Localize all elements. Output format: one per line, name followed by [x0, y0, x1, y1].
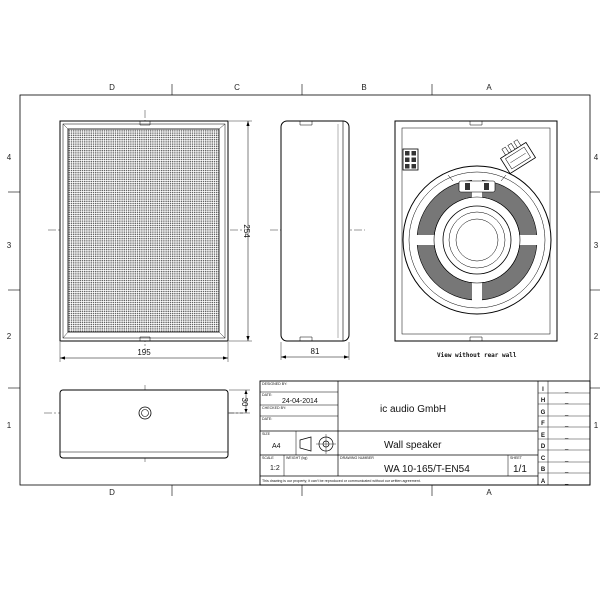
revision-entry: _ [564, 410, 569, 416]
zone-label-bottom-d: D [109, 488, 115, 497]
company-name: ic audio GmbH [380, 404, 446, 415]
sheet-label: SHEET [510, 456, 523, 460]
revision-entry: _ [564, 456, 569, 462]
drawing-title: Wall speaker [384, 440, 442, 451]
revision-table: I H G F E D C B A _ _ _ _ _ _ _ _ _ [541, 387, 569, 485]
revision-entry: _ [564, 421, 569, 427]
revision-entry: _ [564, 433, 569, 439]
zone-label-left-3: 3 [7, 241, 12, 250]
weight-label: WEIGHT (kg) [286, 456, 308, 460]
revision-entry: _ [564, 398, 569, 404]
checked-by-label: CHECKED BY: [262, 406, 286, 410]
revision-letter: F [541, 421, 545, 427]
zone-label-left-2: 2 [7, 332, 12, 341]
drawing-number-label: DRAWING NUMBER [340, 456, 374, 460]
revision-letter: H [541, 398, 545, 404]
zone-label-right-3: 3 [594, 241, 599, 250]
revision-letter: A [541, 479, 546, 485]
width-dimension: 195 [137, 348, 151, 357]
zone-label-right-4: 4 [594, 153, 599, 162]
terminal-block [402, 148, 419, 171]
side-view: 81 [270, 120, 365, 360]
zone-label-left-1: 1 [7, 421, 12, 430]
zone-label-bottom-a: A [486, 488, 492, 497]
revision-entry: _ [564, 479, 569, 485]
zone-label-right-2: 2 [594, 332, 599, 341]
zone-label-top-b: B [361, 83, 366, 92]
size-label: SIZE [262, 432, 271, 436]
bottom-housing [59, 389, 229, 459]
scale-label: SCALE [262, 456, 274, 460]
rear-view: View without rear wall [394, 120, 558, 359]
revision-entry: _ [564, 467, 569, 473]
projection-symbol [299, 434, 336, 454]
drawing-date: 24-04-2014 [282, 398, 318, 405]
front-bezel [62, 123, 226, 339]
designed-by-label: DESIGNED BY: [262, 382, 287, 386]
driver-terminals [458, 180, 496, 193]
transformer [499, 139, 537, 175]
date-label: DATE: [262, 393, 272, 397]
front-view: 195 254 [48, 110, 252, 362]
side-housing [280, 120, 350, 342]
zone-label-left-4: 4 [7, 153, 12, 162]
drawing-scale: 1:2 [270, 465, 280, 472]
depth-dimension: 81 [311, 347, 320, 356]
check-date-label: DATE: [262, 417, 272, 421]
zone-label-top-a: A [486, 83, 492, 92]
rear-view-caption: View without rear wall [437, 352, 517, 359]
speaker-driver [402, 165, 552, 315]
zone-label-top-d: D [109, 83, 115, 92]
revision-letter: D [541, 444, 546, 450]
revision-letter: G [541, 410, 546, 416]
zone-label-top-c: C [234, 83, 240, 92]
speaker-grille [67, 128, 220, 333]
paper-size: A4 [272, 443, 281, 450]
title-block [259, 380, 591, 486]
sheet-number: 1/1 [513, 464, 527, 475]
revision-entry: _ [564, 387, 569, 393]
revision-entry: _ [564, 444, 569, 450]
revision-letter: I [542, 387, 544, 393]
bottom-depth-dimension: 30 [240, 398, 249, 407]
revision-letter: E [541, 433, 545, 439]
height-dimension: 254 [242, 224, 251, 238]
property-notice: This drawing is our property; it can't b… [262, 479, 421, 483]
revision-letter: B [541, 467, 546, 473]
revision-letter: C [541, 456, 546, 462]
bottom-view: 30 [44, 385, 250, 462]
zone-label-right-1: 1 [594, 421, 599, 430]
drawing-number: WA 10-165/T-EN54 [384, 464, 470, 475]
zone-ticks [8, 84, 600, 496]
